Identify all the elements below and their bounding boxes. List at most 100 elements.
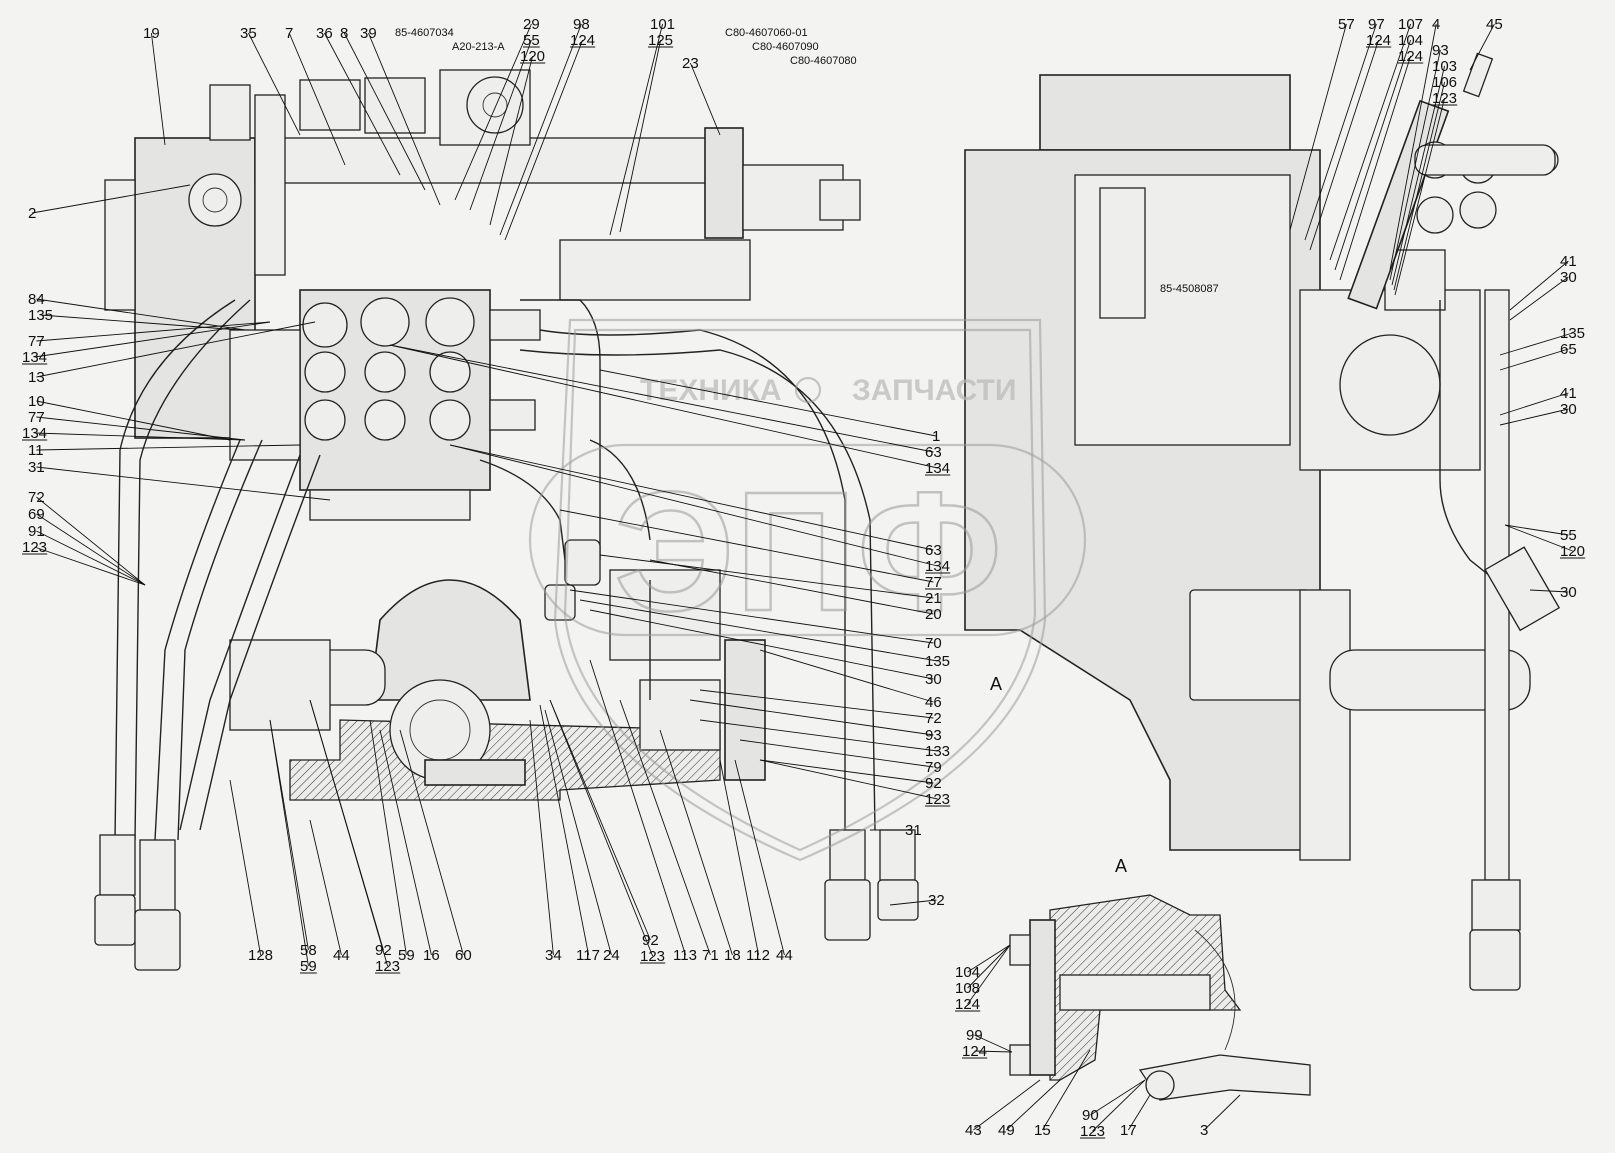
leader-line-128 [229,779,262,956]
leader-line-39 [367,32,441,206]
leader-line-18 [659,729,733,956]
callout-49: 49 [998,1122,1015,1139]
pipe-flange [704,127,744,239]
callout-16: 16 [423,947,440,964]
leader-line-20 [649,559,934,615]
callout-135a: 135 [28,307,53,324]
callout-77c: 77 [925,574,942,591]
callout-57: 57 [1338,16,1355,33]
leader-line-55b [1504,524,1569,536]
leader-line-1 [599,369,937,437]
watermark-logo-text: ЭПФ [614,457,1002,647]
callout-92a: 92 [925,775,942,792]
leader-line-17 [1128,1094,1151,1131]
leader-line-49 [1006,1079,1061,1131]
leader-line-30a [589,609,934,680]
callout-24: 24 [603,947,620,964]
callout-134c: 134 [925,460,950,477]
leader-line-134a [34,321,271,358]
callout-77a: 77 [28,333,45,350]
leader-line-134d [449,444,938,567]
vertical-tube [254,94,286,276]
leader-line-135b [579,599,938,662]
leader-line-104a [1334,39,1412,271]
fitting-nut-21 [564,539,601,586]
pump-housing [369,579,531,701]
leader-line-11 [36,444,301,451]
callout-31a: 31 [28,459,45,476]
callout-45: 45 [1486,16,1503,33]
watermark-right-text: ЗАПЧАСТИ [852,374,1016,407]
code-a20-213-a: А20-213-А [452,41,505,53]
callout-30d: 30 [1560,584,1577,601]
banjo-fitting [466,76,524,134]
callout-134d: 134 [925,558,950,575]
leader-line-65 [1499,348,1569,371]
callout-90: 90 [1082,1107,1099,1124]
callout-84: 84 [28,291,45,308]
leader-line-57 [1289,23,1347,231]
leader-line-55a [469,39,532,211]
leader-line-7 [288,32,346,166]
housing-side-plate [104,179,136,311]
leader-line-77a [36,321,271,342]
callout-120a: 120 [520,48,545,65]
left-hose-ends [94,834,181,971]
callout-108: 108 [955,980,980,997]
callout-71: 71 [702,947,719,964]
callout-93a: 93 [925,727,942,744]
callout-8: 8 [340,25,348,42]
rear-fittings [1484,546,1561,632]
port-plug-1 [489,309,541,341]
leader-line-104b [967,944,1011,973]
callout-20: 20 [925,606,942,623]
rear-port [1339,334,1441,436]
leader-line-123e [1394,97,1446,296]
top-fitting-2 [364,77,426,134]
callout-125: 125 [648,32,673,49]
callout-123e: 123 [1432,90,1457,107]
leader-line-46 [759,649,934,703]
code-85-4508087: 85-4508087 [1160,283,1219,295]
leader-line-34 [529,719,554,956]
callout-135c: 135 [1560,325,1585,342]
callout-92c: 92 [642,932,659,949]
callout-15: 15 [1034,1122,1051,1139]
callout-36: 36 [316,25,333,42]
callout-46: 46 [925,694,942,711]
callout-97: 97 [1368,16,1385,33]
callout-113: 113 [673,947,697,964]
leader-line-123d [549,699,654,957]
leader-line-101 [609,23,664,236]
handle-pivot [1145,1070,1175,1100]
middle-hoses [479,299,876,831]
callout-43: 43 [965,1122,982,1139]
leader-line-30c [1499,408,1569,426]
leader-line-134b [34,432,246,441]
callout-63b: 63 [925,542,942,559]
callout-123c: 123 [375,958,400,975]
callout-11: 11 [28,442,44,459]
callout-65: 65 [1560,341,1577,358]
leader-line-45 [1469,23,1495,71]
callout-124c: 124 [1398,48,1423,65]
callout-124e: 124 [962,1043,987,1060]
callout-2: 2 [28,205,36,222]
leader-line-72a [36,496,146,586]
pump-body [609,569,721,661]
callout-98: 98 [573,16,590,33]
leader-line-124c [1339,55,1412,281]
leader-line-2 [32,184,191,214]
callout-41b: 41 [1560,385,1577,402]
callout-70: 70 [925,635,942,652]
callout-120b: 120 [1560,543,1585,560]
code-85-4607034: 85-4607034 [395,27,454,39]
callout-69: 69 [28,506,45,523]
callout-104b: 104 [955,964,980,981]
leader-line-124b [1309,39,1380,251]
leader-line-84 [36,298,246,331]
callout-124d: 124 [955,996,980,1013]
callout-19: 19 [143,25,160,42]
leader-line-21 [599,554,934,599]
